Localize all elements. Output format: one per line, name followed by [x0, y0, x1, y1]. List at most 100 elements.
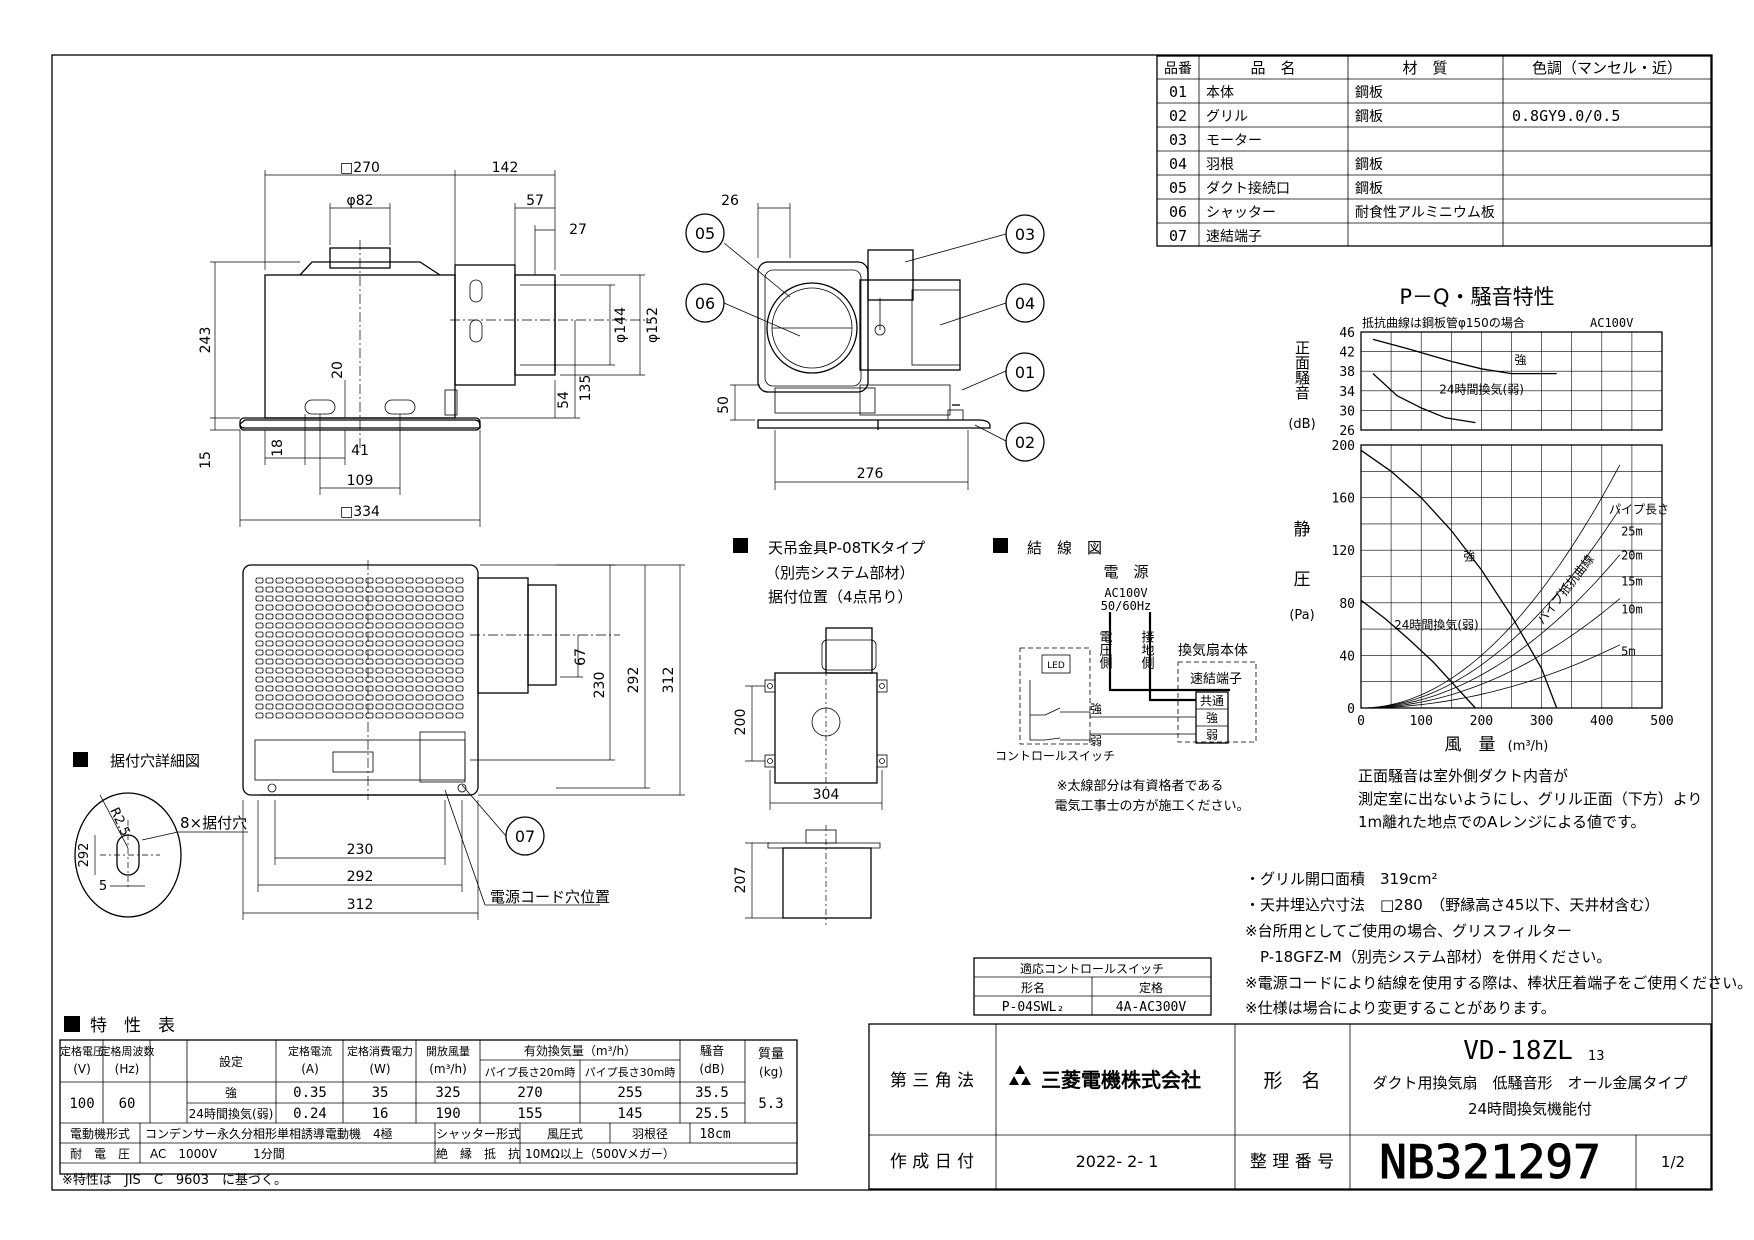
- h-current: 定格電流: [288, 1044, 332, 1058]
- wiring-note-1: ※太線部分は有資格者である: [1057, 778, 1224, 794]
- grille-hole: [455, 577, 464, 584]
- part-name: グリル: [1206, 109, 1248, 125]
- dim-292-h: 292: [347, 869, 374, 885]
- grille-hole: [355, 694, 364, 701]
- grille-hole: [335, 586, 344, 593]
- grille-hole: [315, 649, 324, 656]
- grille-hole: [285, 640, 294, 647]
- part-no: 04: [1169, 155, 1187, 173]
- grille-hole: [285, 658, 294, 665]
- voltage-side-label: 電圧側: [1097, 630, 1113, 669]
- cell-voltage: 100: [69, 1096, 94, 1112]
- grille-hole: [405, 685, 414, 692]
- front-view: □270 142 φ82 57 27 243 φ152 φ144 135 54 …: [198, 160, 661, 527]
- grille-hole: [435, 622, 444, 629]
- grille-hole: [385, 649, 394, 656]
- grille-hole: [305, 676, 314, 683]
- cell-open-airflow: 190: [435, 1106, 460, 1122]
- grille-hole: [405, 577, 414, 584]
- grille-hole: [275, 595, 284, 602]
- char-table-title: 特 性 表: [90, 1016, 175, 1036]
- grille-hole: [385, 640, 394, 647]
- grille-hole: [455, 631, 464, 638]
- hole-detail-title: 据付穴詳細図: [110, 752, 200, 770]
- grille-hole: [325, 694, 334, 701]
- cell-eff-30m: 255: [617, 1085, 642, 1101]
- grille-hole: [365, 577, 374, 584]
- grille-hole: [255, 712, 264, 719]
- grille-hole: [295, 712, 304, 719]
- resistance-curve-label: 25m: [1621, 525, 1643, 539]
- grille-hole: [395, 712, 404, 719]
- grille-hole: [425, 586, 434, 593]
- dim-334: □334: [340, 504, 380, 520]
- grille-hole: [265, 640, 274, 647]
- grille-hole: [375, 622, 384, 629]
- grille-hole: [405, 703, 414, 710]
- grille-hole: [345, 694, 354, 701]
- part-material: 鋼板: [1355, 85, 1383, 101]
- grille-hole: [425, 685, 434, 692]
- grille-hole: [415, 703, 424, 710]
- grille-hole: [295, 703, 304, 710]
- wiring-diagram: 結 線 図 電 源 AC100V 50/60Hz 電圧側 接地側 換気扇本体 速…: [993, 538, 1257, 814]
- dim-142: 142: [492, 160, 519, 176]
- grille-hole: [415, 667, 424, 674]
- grille-hole: [295, 676, 304, 683]
- grille-hole: [455, 676, 464, 683]
- grille-hole: [415, 622, 424, 629]
- grille-hole: [365, 676, 374, 683]
- h-noise-u: (dB): [699, 1062, 724, 1076]
- grille-hole: [285, 649, 294, 656]
- grille-hole: [285, 613, 294, 620]
- cell-motor: コンデンサー永久分相形単相誘導電動機 4極: [145, 1126, 393, 1141]
- grille-hole: [265, 613, 274, 620]
- grille-hole: [325, 577, 334, 584]
- hole-dim-v: 292: [77, 843, 92, 868]
- grille-hole: [335, 658, 344, 665]
- pq-xtick: 500: [1650, 714, 1673, 729]
- grille-hole: [345, 658, 354, 665]
- grille-hole: [285, 676, 294, 683]
- grille-hole: [265, 712, 274, 719]
- grille-hole: [295, 631, 304, 638]
- grille-hole: [385, 658, 394, 665]
- model-header: 形 名: [1263, 1070, 1320, 1092]
- part-no: 03: [1169, 131, 1187, 149]
- ground-side-label: 接地側: [1139, 629, 1155, 669]
- part-name: モーター: [1206, 133, 1262, 149]
- grille-hole: [275, 586, 284, 593]
- grille-hole: [335, 631, 344, 638]
- grille-hole: [275, 649, 284, 656]
- grille-hole: [285, 595, 294, 602]
- grille-hole: [285, 604, 294, 611]
- grille-hole: [325, 640, 334, 647]
- grille-hole: [325, 631, 334, 638]
- grille-hole: [335, 703, 344, 710]
- grille-hole: [395, 622, 404, 629]
- model-name: VD-18ZL: [1463, 1036, 1573, 1066]
- grille-hole: [295, 586, 304, 593]
- grille-hole: [355, 622, 364, 629]
- part-no: 07: [1169, 227, 1187, 245]
- switch-weak: 弱: [1090, 734, 1102, 748]
- parts-header-name: 品 名: [1250, 59, 1295, 77]
- dim-57: 57: [526, 193, 544, 209]
- grille-hole: [435, 631, 444, 638]
- pq-series-label: 24時間換気(弱): [1394, 617, 1479, 632]
- hole-detail: 据付穴詳細図 R2.5 292 5 8×据付穴: [73, 752, 248, 918]
- grille-hole: [375, 577, 384, 584]
- grille-hole: [295, 595, 304, 602]
- grille-hole: [375, 694, 384, 701]
- h-power: 定格消費電力: [347, 1044, 413, 1058]
- grille-hole: [425, 613, 434, 620]
- cell-mass: 5.3: [758, 1096, 783, 1112]
- grille-hole: [315, 694, 324, 701]
- dim-312-v: 312: [661, 667, 677, 694]
- dim-phi144: φ144: [613, 307, 629, 343]
- cell-shutter: 風圧式: [547, 1127, 583, 1141]
- grille-hole: [375, 595, 384, 602]
- parts-header-no: 品番: [1164, 61, 1192, 77]
- chart-note-2: 測定室に出ないようにし、グリル正面（下方）より: [1358, 790, 1702, 808]
